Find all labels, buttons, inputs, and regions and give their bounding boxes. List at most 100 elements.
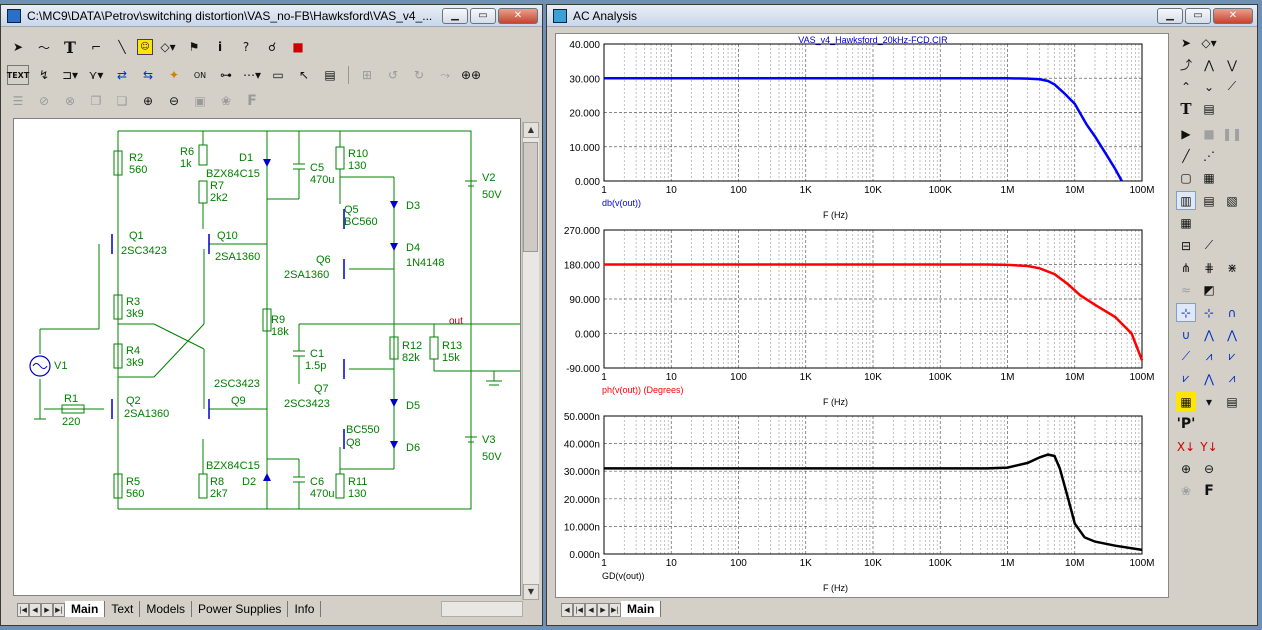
bottom-icon[interactable]: ⋀ bbox=[1204, 371, 1214, 386]
font-icon[interactable]: F bbox=[1204, 482, 1214, 499]
paste-icon[interactable]: ❏ bbox=[116, 94, 128, 108]
next-icon[interactable]: ⩘ bbox=[1228, 371, 1236, 385]
horizontal-scrollbar[interactable] bbox=[441, 601, 523, 617]
schematic-titlebar[interactable]: C:\MC9\DATA\Petrov\switching distortion\… bbox=[1, 5, 542, 27]
help-icon[interactable]: ? bbox=[242, 40, 250, 54]
component-value-label[interactable]: 3k9 bbox=[126, 308, 144, 320]
component-ref-label[interactable]: R8 bbox=[210, 476, 224, 488]
component-value-label[interactable]: 2k7 bbox=[210, 488, 228, 500]
component-value-label[interactable]: 2SA1360 bbox=[124, 408, 169, 420]
component-ref-label[interactable]: R4 bbox=[126, 345, 140, 357]
component-ref-label[interactable]: D4 bbox=[406, 242, 420, 254]
scroll-up-button[interactable]: ▲ bbox=[523, 122, 539, 138]
point-tag-icon[interactable]: ⋔ bbox=[1180, 260, 1192, 275]
component-ref-label[interactable]: Q1 bbox=[129, 230, 144, 242]
ac-analysis-titlebar[interactable]: AC Analysis ▁ ▭ ✕ bbox=[547, 5, 1257, 27]
component-ref-label[interactable]: R6 bbox=[180, 146, 194, 158]
component-ref-label[interactable]: R10 bbox=[348, 148, 368, 160]
grid-icon[interactable]: ▦ bbox=[1203, 170, 1215, 185]
vertical-grid-icon[interactable]: ▥ bbox=[1176, 191, 1196, 210]
scope-icon[interactable]: ◩ bbox=[1203, 282, 1215, 297]
component-ref-label[interactable]: R13 bbox=[442, 340, 462, 352]
attribute-icon[interactable]: ⋎▾ bbox=[88, 68, 104, 82]
p-key-icon[interactable]: 'P' bbox=[1176, 415, 1196, 432]
component-ref-label[interactable]: D2 bbox=[242, 476, 256, 488]
text-tool-icon[interactable]: T bbox=[1180, 99, 1192, 118]
component-value-label[interactable]: 130 bbox=[348, 160, 366, 172]
info-icon[interactable]: i bbox=[217, 40, 223, 54]
font-icon[interactable]: F bbox=[247, 93, 257, 109]
node-numbers-icon[interactable]: ↯ bbox=[38, 68, 50, 82]
component-ref-label[interactable]: C5 bbox=[310, 162, 324, 174]
valley-icon[interactable]: ⋁ bbox=[1227, 57, 1237, 72]
swap-icon[interactable]: ⇄ bbox=[116, 68, 128, 82]
point-tag-3-icon[interactable]: ⋇ bbox=[1226, 260, 1238, 275]
peak-icon[interactable]: ⋀ bbox=[1204, 57, 1214, 72]
component-ref-label[interactable]: D3 bbox=[406, 200, 420, 212]
component-ref-label[interactable]: C1 bbox=[310, 348, 324, 360]
component-value-label[interactable]: BC560 bbox=[344, 216, 378, 228]
select-arrow-icon[interactable]: ➤ bbox=[12, 40, 24, 54]
component-icon[interactable]: ▦ bbox=[1176, 392, 1196, 411]
peak-find-icon[interactable]: ∩ bbox=[1227, 305, 1237, 320]
pin-icon[interactable]: ⊐▾ bbox=[61, 68, 79, 82]
tab-models[interactable]: Models bbox=[140, 601, 193, 617]
component-ref-label[interactable]: R12 bbox=[402, 340, 422, 352]
component-value-label[interactable]: 470u bbox=[310, 174, 334, 186]
component-value-label[interactable]: 50V bbox=[482, 451, 502, 463]
shapes-icon[interactable]: ◇▾ bbox=[160, 40, 176, 54]
table-icon[interactable]: ▦ bbox=[1180, 215, 1192, 230]
close-button[interactable]: ✕ bbox=[498, 8, 538, 24]
component-ref-label[interactable]: V2 bbox=[482, 172, 495, 184]
zoom-in-icon[interactable]: ⊕ bbox=[142, 94, 154, 108]
last-page-button[interactable]: ▶| bbox=[53, 603, 65, 617]
component-ref-label[interactable]: D6 bbox=[406, 442, 420, 454]
prev-page-button[interactable]: ◀ bbox=[29, 603, 41, 617]
top-icon[interactable]: ⩗ bbox=[1182, 371, 1190, 385]
binoculars-icon[interactable]: ⊕⊕ bbox=[460, 68, 482, 82]
table-view-icon[interactable]: ▤ bbox=[1226, 394, 1238, 409]
stop-icon[interactable]: ⊘ bbox=[38, 94, 50, 108]
3d-icon[interactable]: ❀ bbox=[220, 94, 232, 108]
component-value-label[interactable]: BC550 bbox=[346, 424, 380, 436]
last-page-button[interactable]: ▶| bbox=[609, 603, 621, 617]
pan-icon[interactable]: ▣ bbox=[194, 94, 206, 108]
copy-icon[interactable]: ❐ bbox=[90, 94, 102, 108]
horizontal-tag-icon[interactable]: ⊟ bbox=[1180, 238, 1192, 253]
component-value-label[interactable]: 1N4148 bbox=[406, 257, 445, 269]
component-value-label[interactable]: 2SC3423 bbox=[214, 378, 260, 390]
tab-power-supplies[interactable]: Power Supplies bbox=[192, 601, 289, 617]
valley-find-icon[interactable]: ∪ bbox=[1181, 327, 1191, 342]
zoom-in-icon[interactable]: ⊕ bbox=[1180, 461, 1192, 476]
low-icon[interactable]: ⌄ bbox=[1203, 79, 1215, 94]
cursor-icon[interactable]: ⤴ bbox=[1179, 58, 1192, 72]
tab-main[interactable]: Main bbox=[65, 601, 106, 617]
mirror-icon[interactable]: ⊞ bbox=[361, 68, 373, 82]
minor-grid-icon[interactable]: ▧ bbox=[1226, 193, 1238, 208]
component-ref-label[interactable]: R11 bbox=[348, 476, 367, 488]
properties-icon[interactable]: ▤ bbox=[324, 68, 336, 82]
scroll-down-button[interactable]: ▼ bbox=[523, 584, 539, 600]
component-value-label[interactable]: 82k bbox=[402, 352, 420, 364]
tab-info[interactable]: Info bbox=[288, 601, 322, 617]
inflection-icon[interactable]: ⟋ bbox=[1181, 349, 1191, 363]
next-page-button[interactable]: ▶ bbox=[597, 603, 609, 617]
next-page-button[interactable]: ▶ bbox=[41, 603, 53, 617]
maximize-button[interactable]: ▭ bbox=[470, 8, 496, 24]
line-icon[interactable]: ⊶ bbox=[220, 68, 232, 82]
zoom-out-icon[interactable]: ⊖ bbox=[168, 94, 180, 108]
schematic-vertical-scrollbar[interactable]: ▲ ▼ bbox=[522, 122, 539, 600]
component-value-label[interactable]: 220 bbox=[62, 416, 80, 428]
zoom-out-icon[interactable]: ⊖ bbox=[1203, 461, 1215, 476]
component-value-label[interactable]: 2SA1360 bbox=[284, 269, 329, 281]
3d-icon[interactable]: ❀ bbox=[1180, 483, 1192, 498]
component-ref-label[interactable]: D1 bbox=[239, 152, 253, 164]
component-value-label[interactable]: 3k9 bbox=[126, 357, 144, 369]
minimize-button[interactable]: ▁ bbox=[442, 8, 468, 24]
component-value-label[interactable]: 2SC3423 bbox=[121, 245, 167, 257]
properties-icon[interactable]: ▤ bbox=[1203, 101, 1215, 116]
component-ref-label[interactable]: Q7 bbox=[314, 383, 329, 395]
window-icon[interactable]: ▭ bbox=[272, 68, 284, 82]
